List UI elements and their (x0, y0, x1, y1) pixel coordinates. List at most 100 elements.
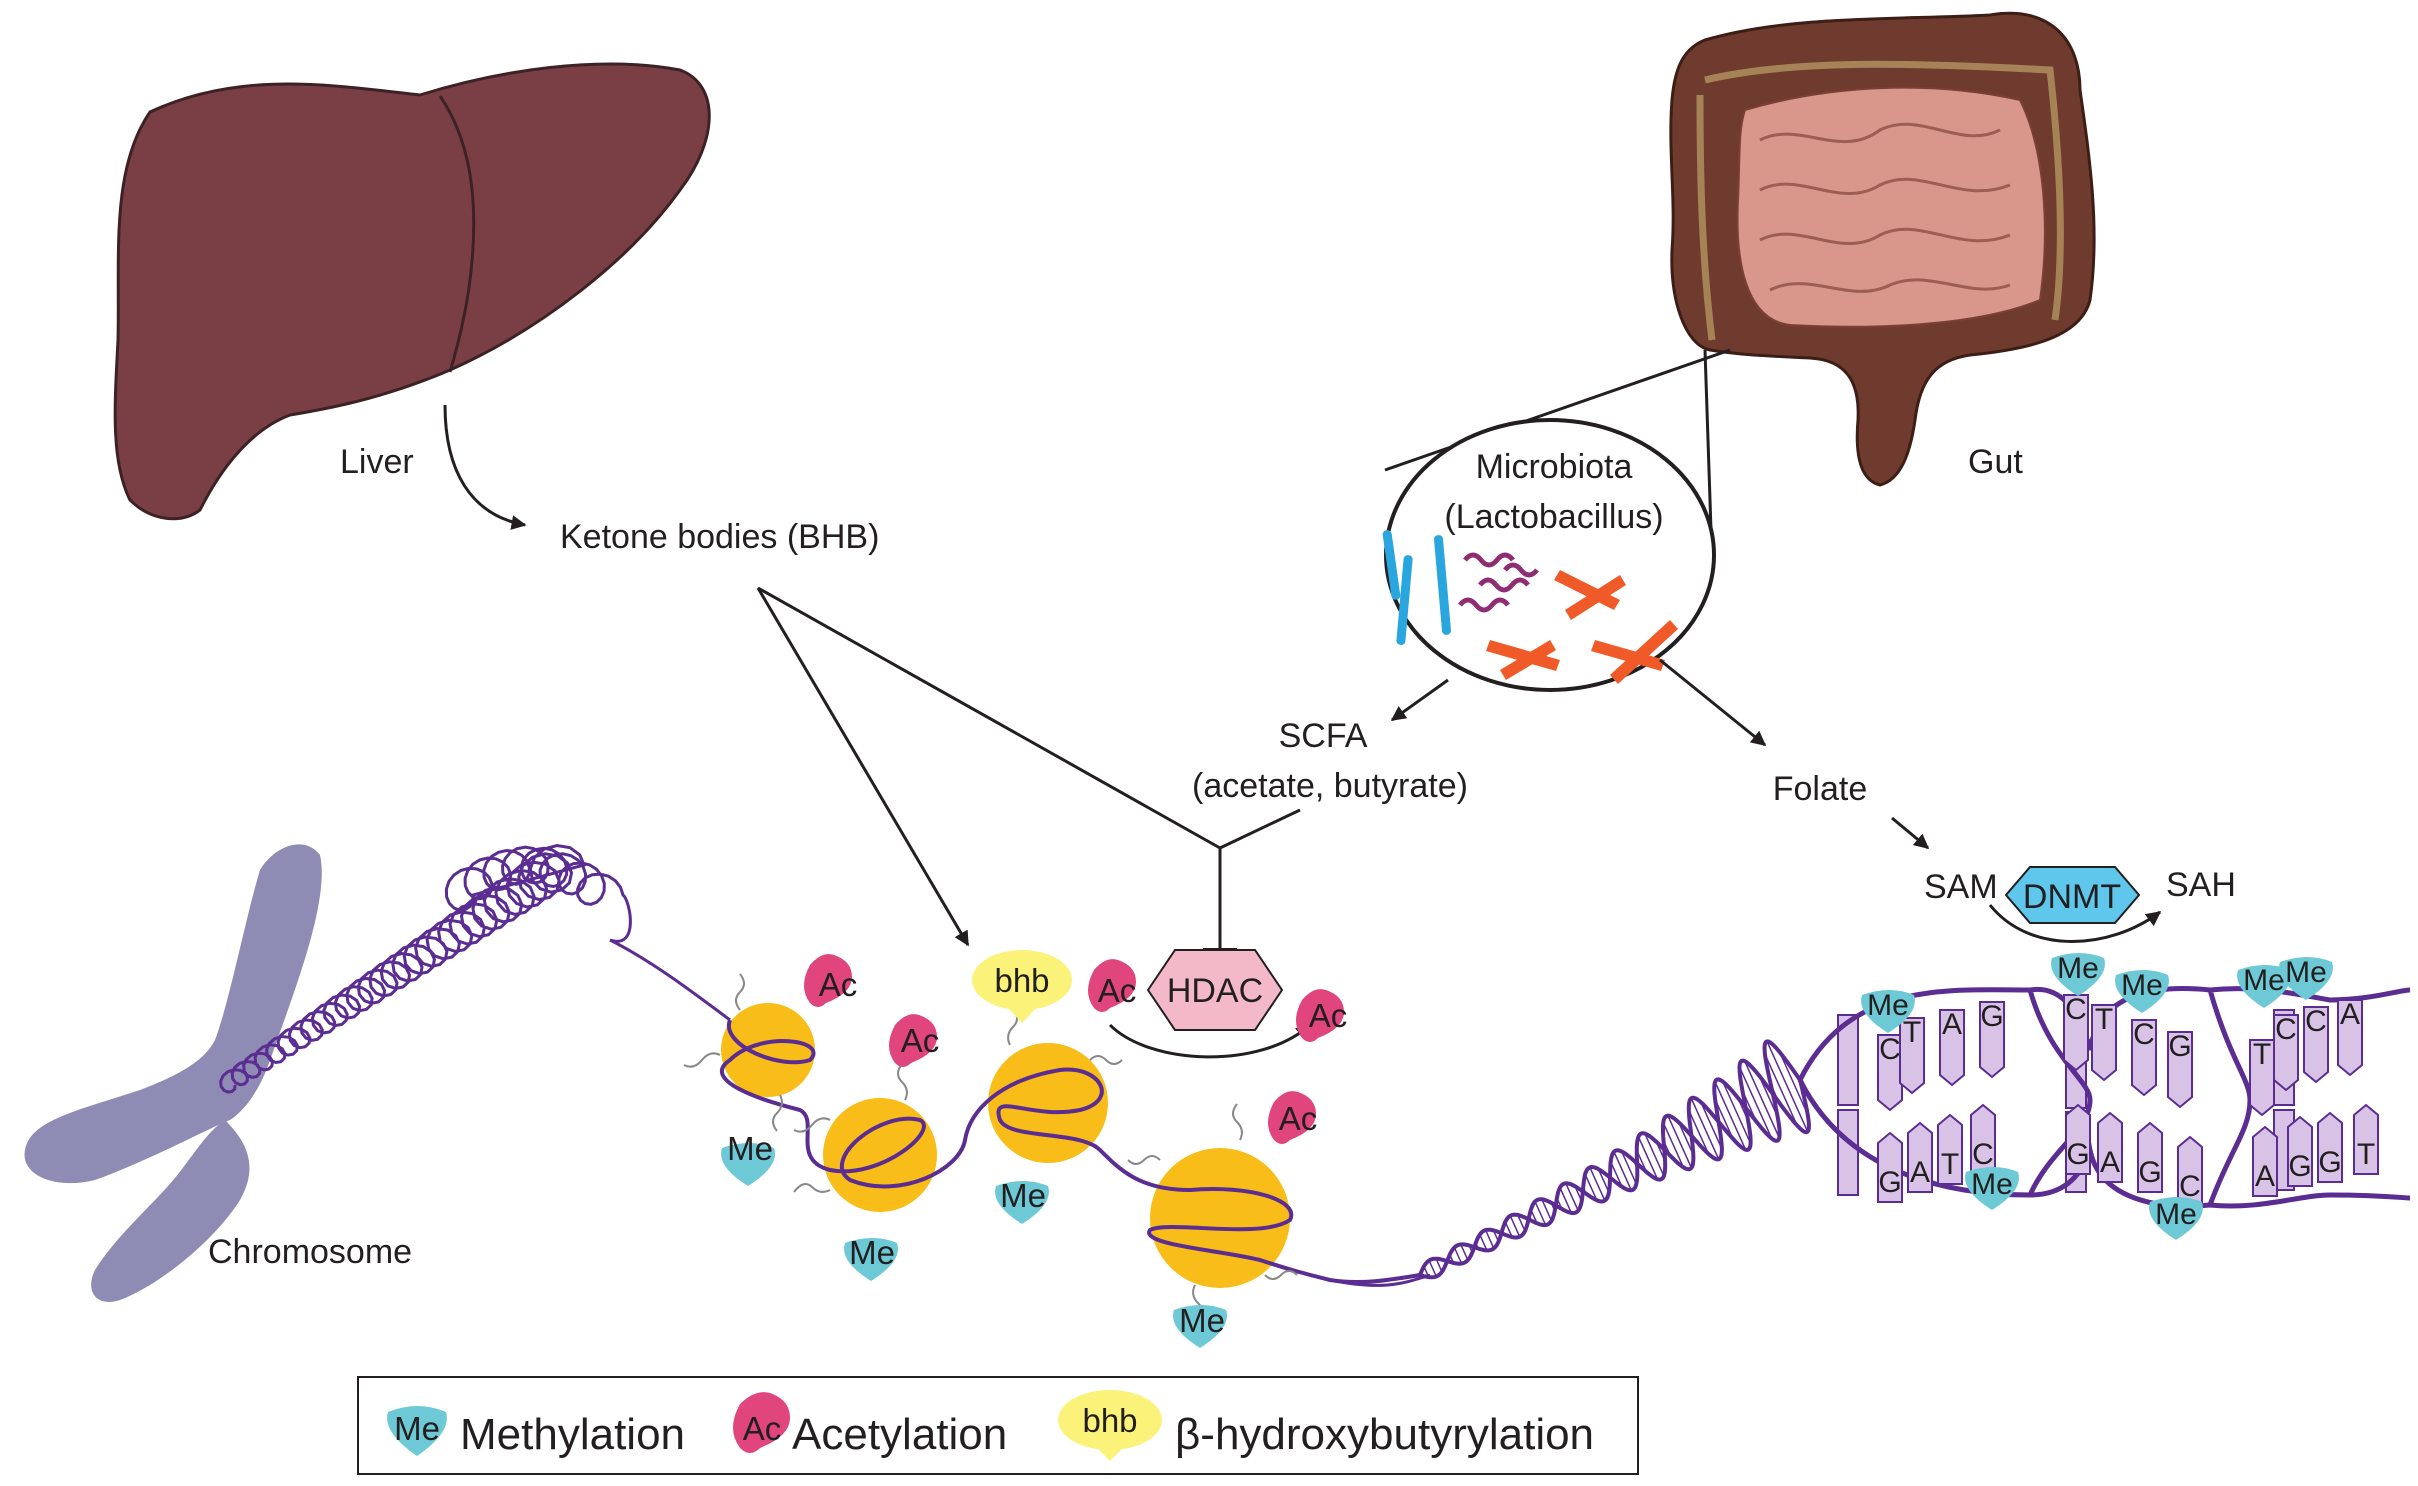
dnmt-label: DNMT (2023, 878, 2121, 916)
dna-base-bottom: G (2066, 1138, 2089, 1171)
helix-rung (1714, 1098, 1734, 1140)
dna-base-top: C (2305, 1005, 2327, 1038)
microbiota-to-folate-arrow (1659, 658, 1767, 747)
helix-rung (1700, 1101, 1723, 1150)
dna-base-block (1877, 1131, 1903, 1203)
helix-rung (1479, 1234, 1488, 1251)
dna-base-bottom: C (2179, 1170, 2201, 1203)
helix-rung (1589, 1167, 1606, 1201)
helix-rung (1722, 1081, 1752, 1144)
helix-rung (1443, 1259, 1447, 1265)
microbiota-to-scfa-arrow (1390, 678, 1449, 722)
helix-rung (1423, 1266, 1430, 1278)
dna-base-block (1899, 1017, 1925, 1095)
gut-illustration (1669, 11, 2096, 487)
dna-base-bottom: T (1941, 1148, 1959, 1181)
svg-text:Ac: Ac (1098, 972, 1137, 1009)
dna-methylation-mark: Me (2051, 952, 2105, 996)
dna-base-block (2273, 1014, 2299, 1092)
dna-base-bottom: C (1972, 1138, 1994, 1171)
dna-base-block (2091, 1004, 2117, 1082)
dna-base-block (2337, 999, 2363, 1077)
scfa-label: SCFA (1279, 717, 1368, 755)
legend-methylation-label: Methylation (460, 1410, 685, 1459)
helix-rung (1637, 1136, 1659, 1180)
acetylation-mark: Ac (1088, 959, 1136, 1012)
liver-label: Liver (340, 443, 414, 481)
dna-methylation-mark: Me (1965, 1167, 2019, 1210)
legend-me-swatch: Me (387, 1406, 447, 1456)
svg-text:Me: Me (1000, 1177, 1046, 1214)
helix-rung (1530, 1209, 1538, 1224)
svg-text:Me: Me (849, 1234, 895, 1271)
helix-rung (1655, 1141, 1666, 1162)
dna-base-bottom: G (2138, 1156, 2161, 1189)
helix-rung (1509, 1215, 1521, 1238)
nucleosome (823, 1098, 937, 1212)
bacteria-rod-blue (1396, 555, 1413, 645)
bacteria-cross-orange (1554, 570, 1626, 620)
helix-rung (1453, 1247, 1463, 1264)
dna-base-block (1939, 1009, 1965, 1087)
helix-rung (1715, 1118, 1720, 1127)
acetylation-mark: Ac (804, 954, 857, 1007)
helix-rung (1468, 1245, 1473, 1253)
helix-rung (1667, 1115, 1693, 1169)
helix-rung (1688, 1109, 1710, 1155)
nucleosome (1150, 1148, 1290, 1288)
svg-text:Me: Me (2121, 969, 2163, 1002)
microbiota-sublabel: (Lactobacillus) (1444, 498, 1663, 536)
helix-rung (1597, 1168, 1610, 1193)
legend-acetylation-label: Acetylation (792, 1410, 1007, 1459)
helix-rung (1778, 1051, 1809, 1115)
svg-text:Ac: Ac (819, 966, 858, 1003)
dna-double-helix (1418, 1039, 1811, 1280)
dna-base-block (2252, 1125, 2278, 1197)
svg-text:bhb: bhb (1082, 1402, 1137, 1439)
helix-rung (1613, 1151, 1632, 1191)
bacteria-rod-blue (1433, 535, 1452, 635)
sam-label: SAM (1924, 868, 1998, 906)
helix-rung (1460, 1244, 1469, 1261)
dna-base-top: G (2168, 1030, 2191, 1063)
dna-base-block (2065, 1103, 2091, 1175)
helix-rung (1644, 1133, 1665, 1177)
chromatin-coil (219, 843, 632, 1094)
dna-base-block (2317, 1111, 2343, 1183)
nucleosome (721, 1003, 815, 1097)
bacteria-cross-orange (1591, 620, 1678, 684)
nucleosome (988, 1043, 1108, 1163)
hdac-deacetylation-arrow (1108, 1023, 1312, 1059)
methylation-mark: Me (1173, 1302, 1227, 1348)
scfa-to-hdac-line (1219, 808, 1301, 850)
helix-rung (1534, 1201, 1547, 1226)
legend: Me Methylation Ac Acetylation bhb β-hydr… (357, 1376, 1639, 1475)
helix-rung (1714, 1081, 1747, 1151)
svg-text:Me: Me (2243, 964, 2285, 997)
sah-label: SAH (2166, 866, 2236, 904)
dna-base-top: C (2065, 993, 2087, 1026)
svg-text:Me: Me (1179, 1302, 1225, 1339)
chromosome-illustration (24, 844, 322, 1302)
dna-base-bottom: G (1878, 1166, 1901, 1199)
legend-bhb-label: β-hydroxybutyrylation (1175, 1410, 1594, 1459)
dna-base-block (1970, 1103, 1996, 1175)
dna-base-bottom: G (2288, 1150, 2311, 1183)
dna-wrap (720, 1019, 1421, 1285)
svg-text:Me: Me (394, 1410, 440, 1447)
svg-text:Me: Me (1971, 1168, 2013, 1201)
dna-base-block (2063, 994, 2089, 1072)
bhb-mark: bhb (972, 950, 1072, 1023)
gut-label: Gut (1968, 443, 2023, 481)
dna-methylation-mark: Me (2279, 956, 2333, 1000)
methylation-mark: Me (995, 1177, 1049, 1224)
methylation-mark: Me (844, 1234, 898, 1281)
dna-base-top: A (1942, 1008, 1962, 1041)
svg-text:Ac: Ac (901, 1022, 940, 1059)
dna-methylation-mark: Me (2115, 969, 2169, 1013)
svg-text:Me: Me (2057, 952, 2099, 985)
dna-base-top: C (2275, 1013, 2297, 1046)
helix-rung (1610, 1161, 1623, 1188)
dna-base-block (1877, 1034, 1903, 1112)
